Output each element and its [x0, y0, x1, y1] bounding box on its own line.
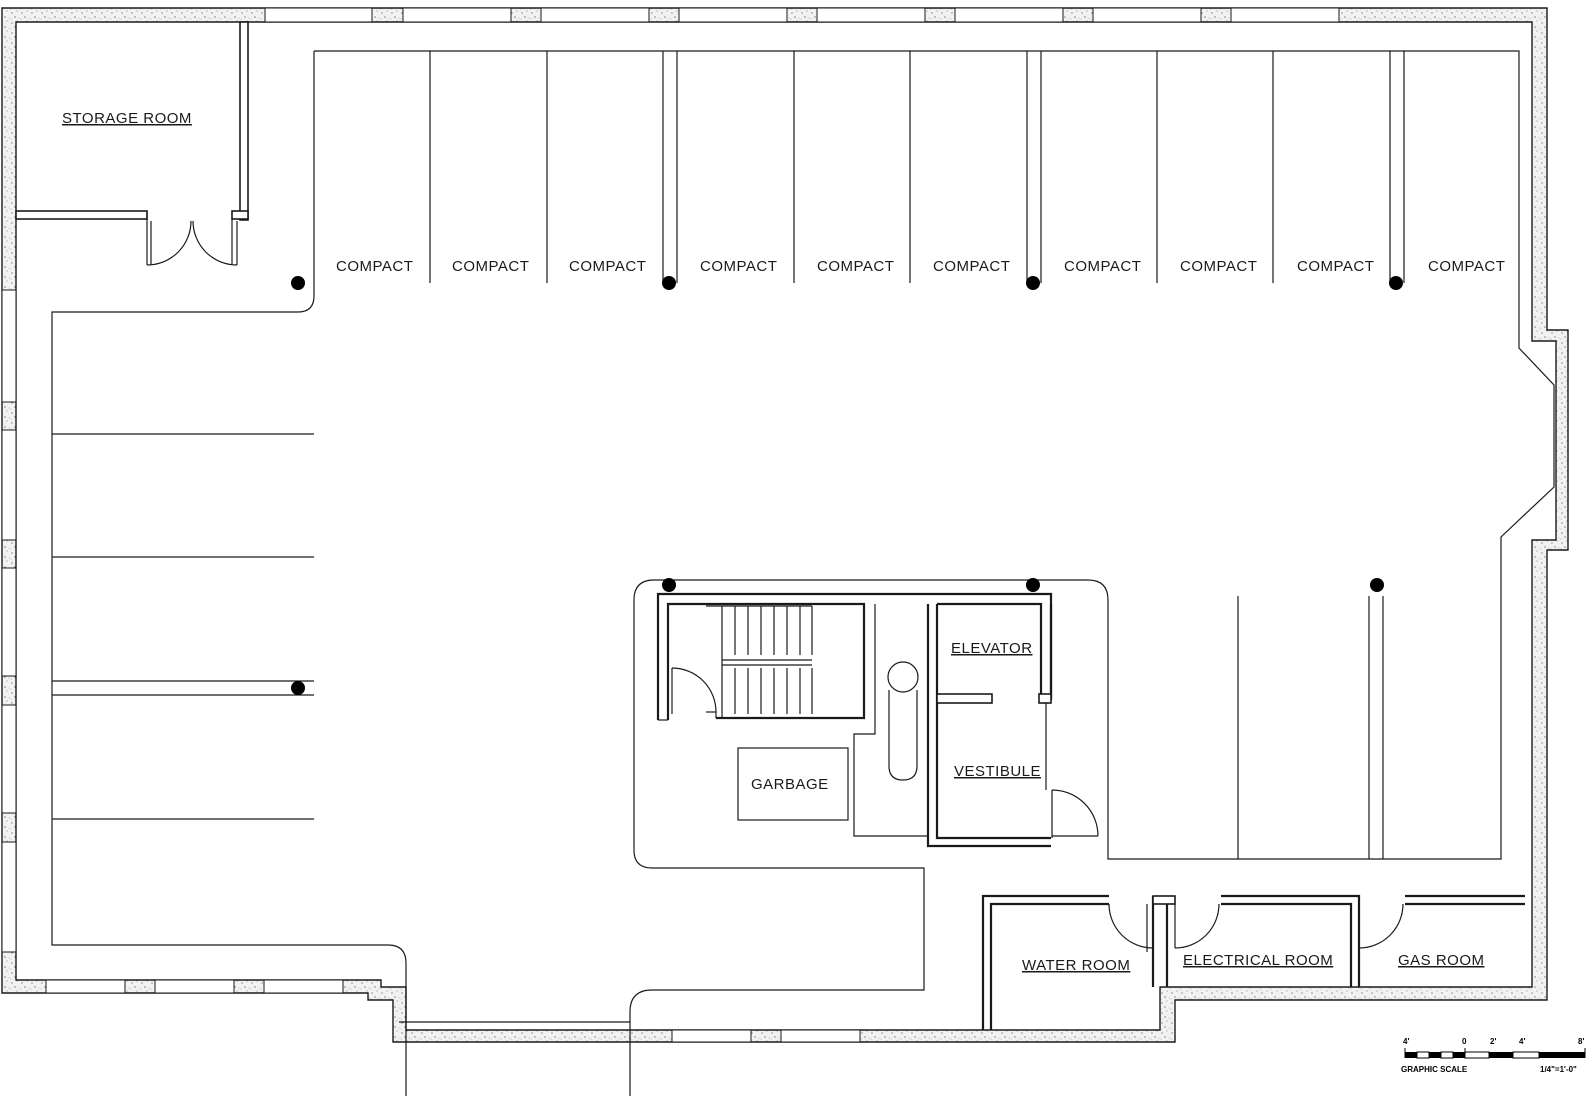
water-room-label: WATER ROOM	[1022, 957, 1130, 974]
stall-label: COMPACT	[336, 258, 413, 275]
structural-columns	[291, 276, 1403, 695]
building-core	[656, 592, 1099, 848]
vestibule-label: VESTIBULE	[954, 763, 1041, 780]
left-stall-dividers	[52, 433, 314, 820]
garbage-bin	[737, 747, 849, 821]
scale-tick-label: 0	[1462, 1037, 1467, 1046]
stall-label: COMPACT	[569, 258, 646, 275]
room-labels: STORAGE ROOM ELEVATOR VESTIBULE GARBAGE …	[62, 110, 1485, 974]
stall-label: COMPACT	[817, 258, 894, 275]
garbage-label: GARBAGE	[751, 776, 829, 793]
scale-tick-label: 2'	[1490, 1037, 1496, 1046]
stall-label: COMPACT	[452, 258, 529, 275]
scale-tick-label: 8'	[1578, 1037, 1584, 1046]
elevator-label: ELEVATOR	[951, 640, 1033, 657]
stall-label: COMPACT	[700, 258, 777, 275]
stall-label: COMPACT	[1297, 258, 1374, 275]
compact-stall-labels: COMPACT COMPACT COMPACT COMPACT COMPACT …	[336, 258, 1505, 275]
stall-label: COMPACT	[1064, 258, 1141, 275]
stall-label: COMPACT	[1180, 258, 1257, 275]
compact-stall-dividers	[429, 51, 1405, 283]
scale-tick-label: 4'	[1403, 1037, 1409, 1046]
storage-room-label: STORAGE ROOM	[62, 110, 192, 127]
storage-room-walls	[15, 21, 249, 266]
electrical-room-label: ELECTRICAL ROOM	[1183, 952, 1333, 969]
scale-tick-label: 4'	[1519, 1037, 1525, 1046]
right-stall-dividers	[1237, 596, 1384, 859]
graphic-scale: 4' 0 2' 4' 8' GRAPHIC SCALE 1/4"=1'-0"	[1401, 1037, 1586, 1074]
stall-label: COMPACT	[1428, 258, 1505, 275]
scale-ratio: 1/4"=1'-0"	[1540, 1065, 1577, 1074]
exterior-wall	[1, 7, 1569, 1043]
gas-room-label: GAS ROOM	[1398, 952, 1485, 969]
stall-label: COMPACT	[933, 258, 1010, 275]
utility-rooms	[981, 894, 1525, 1030]
parking-area-outline	[51, 50, 1555, 1096]
scale-caption: GRAPHIC SCALE	[1401, 1065, 1468, 1074]
